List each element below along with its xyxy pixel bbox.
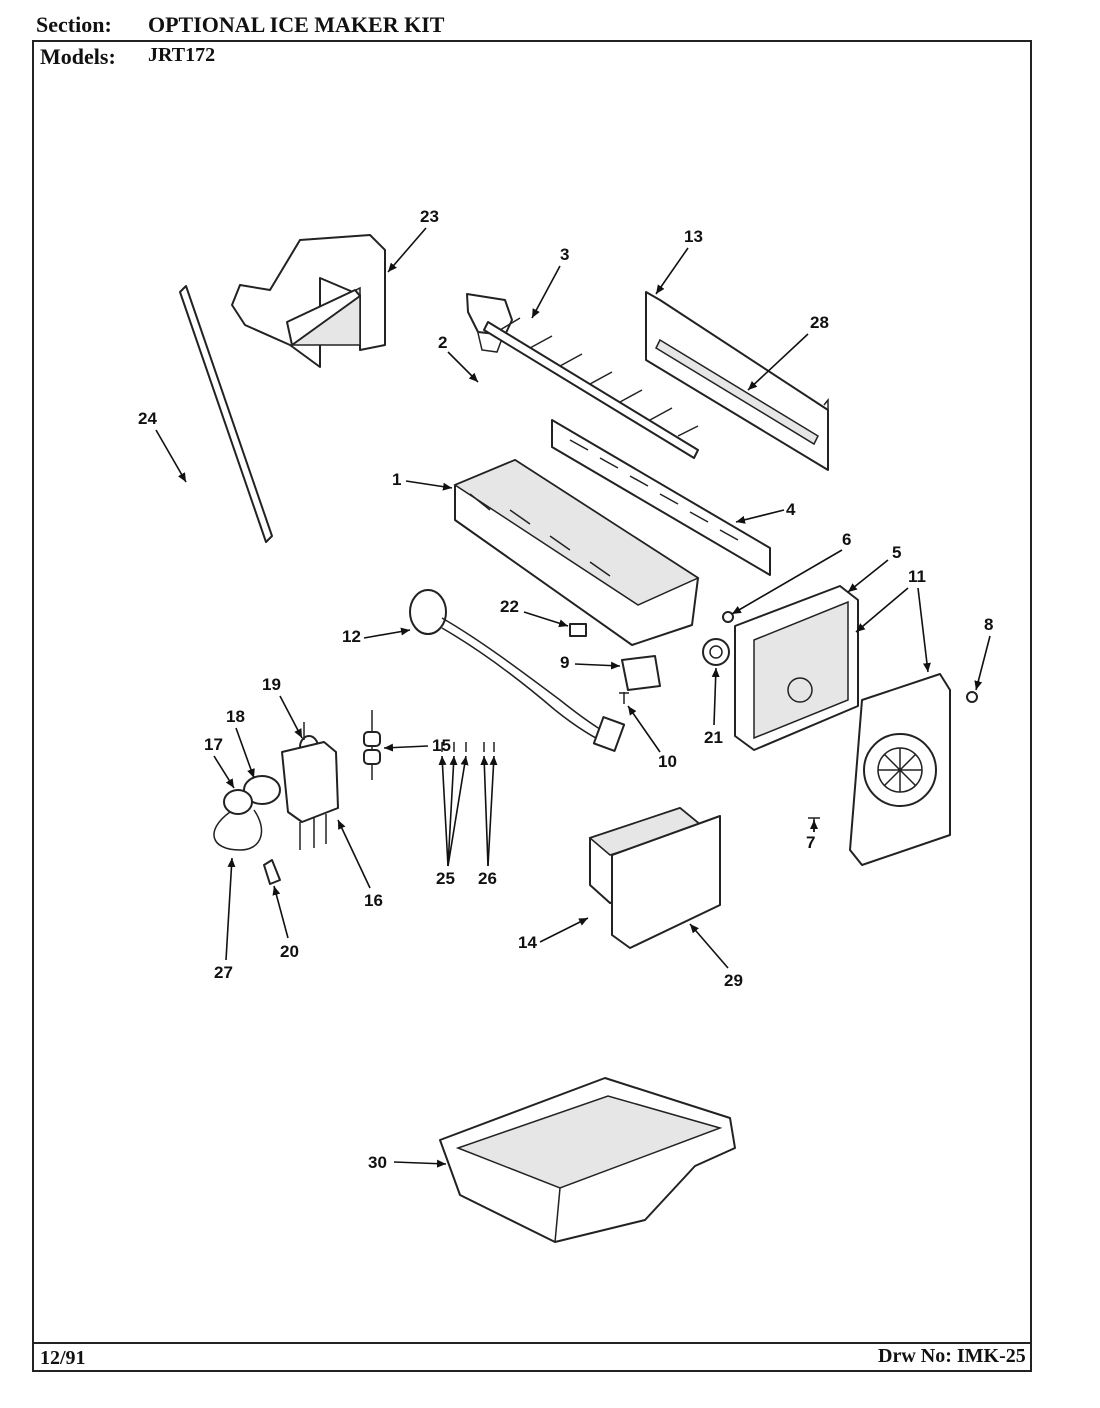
models-label: Models: xyxy=(40,44,116,69)
part-29-instructions xyxy=(611,815,721,949)
svg-text:25: 25 xyxy=(436,869,455,888)
svg-text:1: 1 xyxy=(392,470,401,489)
callout-6: 6 xyxy=(731,530,851,615)
part-1-ice-mold xyxy=(453,459,700,646)
part-10-screw xyxy=(619,692,629,704)
svg-text:29: 29 xyxy=(724,971,743,990)
part-26-screws xyxy=(483,742,495,752)
svg-text:18: 18 xyxy=(226,707,245,726)
drawing-frame xyxy=(32,40,1032,1372)
svg-text:9: 9 xyxy=(560,653,569,672)
callout-3: 3 xyxy=(531,245,569,319)
svg-text:20: 20 xyxy=(280,942,299,961)
svg-text:22: 22 xyxy=(500,597,519,616)
part-30-ice-bin xyxy=(439,1077,736,1243)
part-24-heater-rod xyxy=(179,285,273,543)
part-3-ejector xyxy=(483,317,699,459)
svg-text:27: 27 xyxy=(214,963,233,982)
part-5-housing xyxy=(734,585,859,751)
svg-text:16: 16 xyxy=(364,891,383,910)
svg-text:8: 8 xyxy=(984,615,993,634)
section-title: OPTIONAL ICE MAKER KIT xyxy=(148,12,445,37)
callout-5: 5 xyxy=(847,543,901,593)
svg-text:12: 12 xyxy=(342,627,361,646)
svg-text:4: 4 xyxy=(786,500,796,519)
callout-26: 26 xyxy=(478,755,498,888)
callout-19: 19 xyxy=(262,675,303,739)
callout-15: 15 xyxy=(383,736,451,755)
callout-1: 1 xyxy=(392,470,453,491)
svg-text:23: 23 xyxy=(420,207,439,226)
part-6-spring xyxy=(722,611,734,623)
part-11-motor-plate xyxy=(849,673,951,866)
svg-text:2: 2 xyxy=(438,333,447,352)
callout-29: 29 xyxy=(689,923,743,990)
part-25-screws xyxy=(441,742,467,752)
footer-divider xyxy=(32,1342,1032,1344)
svg-text:14: 14 xyxy=(518,933,537,952)
part-21-gear xyxy=(702,638,730,666)
callout-25: 25 xyxy=(436,755,469,888)
svg-text:26: 26 xyxy=(478,869,497,888)
svg-text:15: 15 xyxy=(432,736,451,755)
svg-text:28: 28 xyxy=(810,313,829,332)
callout-4: 4 xyxy=(735,500,796,524)
models-value: JRT172 xyxy=(148,44,216,66)
svg-text:24: 24 xyxy=(138,409,157,428)
callout-22: 22 xyxy=(500,597,569,628)
part-8-screw xyxy=(966,691,978,703)
part-20-clamp xyxy=(263,859,281,885)
callout-21: 21 xyxy=(704,667,723,747)
callout-27: 27 xyxy=(214,857,236,982)
part-9-clip xyxy=(621,655,661,691)
svg-text:19: 19 xyxy=(262,675,281,694)
part-16-water-valve xyxy=(281,722,339,850)
callout-12: 12 xyxy=(342,627,411,646)
callout-7: 7 xyxy=(806,820,818,852)
part-12-thermostat-harness xyxy=(409,589,626,752)
callout-14: 14 xyxy=(518,917,589,952)
drawing-number: Drw No: IMK-25 xyxy=(878,1345,1026,1367)
part-23-shut-off-cover xyxy=(231,234,386,368)
callout-28: 28 xyxy=(747,313,829,391)
callout-11: 11 xyxy=(855,567,931,673)
part-15-fitting xyxy=(363,710,381,780)
part-17-18-valve-coupling xyxy=(223,775,281,815)
callout-20: 20 xyxy=(272,885,299,961)
svg-text:13: 13 xyxy=(684,227,703,246)
callout-24: 24 xyxy=(138,409,187,483)
callout-17: 17 xyxy=(204,735,235,789)
svg-text:7: 7 xyxy=(806,833,815,852)
svg-text:6: 6 xyxy=(842,530,851,549)
callout-16: 16 xyxy=(337,819,383,910)
callout-8: 8 xyxy=(974,615,993,691)
part-4-stripper xyxy=(551,419,771,576)
callout-23: 23 xyxy=(387,207,439,273)
part-22-cap xyxy=(569,623,587,637)
callout-13: 13 xyxy=(655,227,703,295)
svg-text:17: 17 xyxy=(204,735,223,754)
svg-text:11: 11 xyxy=(908,567,926,586)
part-27-tubing xyxy=(213,809,263,851)
callout-10: 10 xyxy=(627,705,677,771)
callout-9: 9 xyxy=(560,653,621,672)
svg-text:30: 30 xyxy=(368,1153,387,1172)
svg-text:21: 21 xyxy=(704,728,723,747)
svg-text:10: 10 xyxy=(658,752,677,771)
callout-18: 18 xyxy=(226,707,255,779)
svg-text:5: 5 xyxy=(892,543,901,562)
part-13-28-shut-off-arm xyxy=(645,291,829,471)
callout-2: 2 xyxy=(438,333,479,383)
drawing-date: 12/91 xyxy=(40,1347,86,1369)
svg-text:3: 3 xyxy=(560,245,569,264)
section-label: Section: xyxy=(36,12,112,37)
callout-30: 30 xyxy=(368,1153,447,1172)
